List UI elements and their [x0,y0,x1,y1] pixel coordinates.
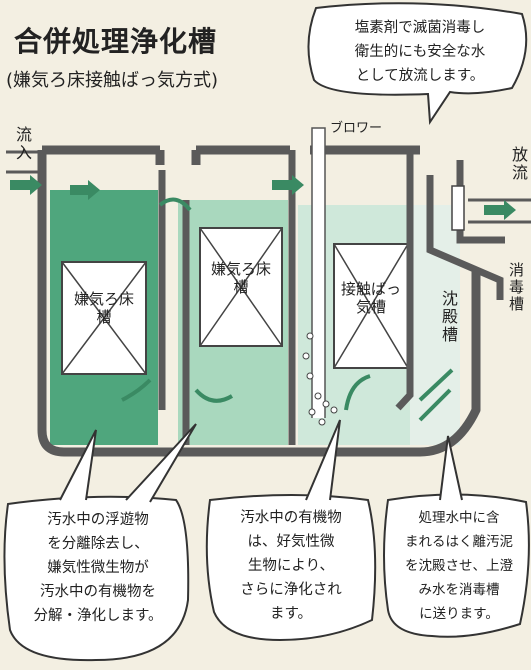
bubble-top-right [307,2,528,125]
tank-walls [37,145,481,457]
blower-label: ブロワー [330,121,383,136]
outflow-label: 放流 [509,146,528,182]
bubble-bottom-middle-text: 汚水中の有機物 は、好気性微 生物により、 さらに浄化され ます。 [240,510,342,622]
bubble-bottom-left-text: 汚水中の浮遊物 を分離除去し、 嫌気性微生物が 汚水中の有機物を 分解・浄化しま… [33,512,163,624]
filter-media-3 [333,243,409,369]
anaerobic-tank-1-label: 嫌気ろ床槽 [73,290,134,326]
air-bubbles [302,332,338,426]
inlet-pipe [6,150,44,174]
bubble-bottom-right [383,493,530,638]
diagram-subtitle: (嫌気ろ床接触ばっ気方式) [6,70,219,91]
outlet-pipe [468,198,531,224]
inflow-label: 流入 [13,126,32,162]
disinfection-tank-label: 消毒槽 [507,262,525,313]
bubble-bottom-middle-tail [305,419,341,501]
sedimentation-tank-label: 沈殿槽 [439,290,458,344]
bubble-bottom-right-tail [439,435,463,501]
bubble-bottom-left-tail [59,423,197,503]
flow-arrows [10,175,516,220]
bubble-top-right-text: 塩素剤で滅菌消毒し 衛生的にも安全な水 として放流します。 [354,20,486,84]
anaerobic-tank-2-label: 嫌気ろ床槽 [210,260,271,296]
filter-media-1 [61,261,147,375]
partitions [158,150,505,445]
diagram-title: 合併処理浄化槽 [14,25,218,58]
flow-curves [121,197,454,422]
bubble-bottom-right-text: 処理水中に含 まれるはく離汚泥 を沈殿させ、上澄 み水を消毒槽 に送ります。 [405,510,513,622]
blower-pipe [311,127,326,418]
aeration-tank-label: 接触ばっ気槽 [340,280,401,316]
filter-media-2 [199,227,283,347]
disinfection-tablets [451,185,465,231]
